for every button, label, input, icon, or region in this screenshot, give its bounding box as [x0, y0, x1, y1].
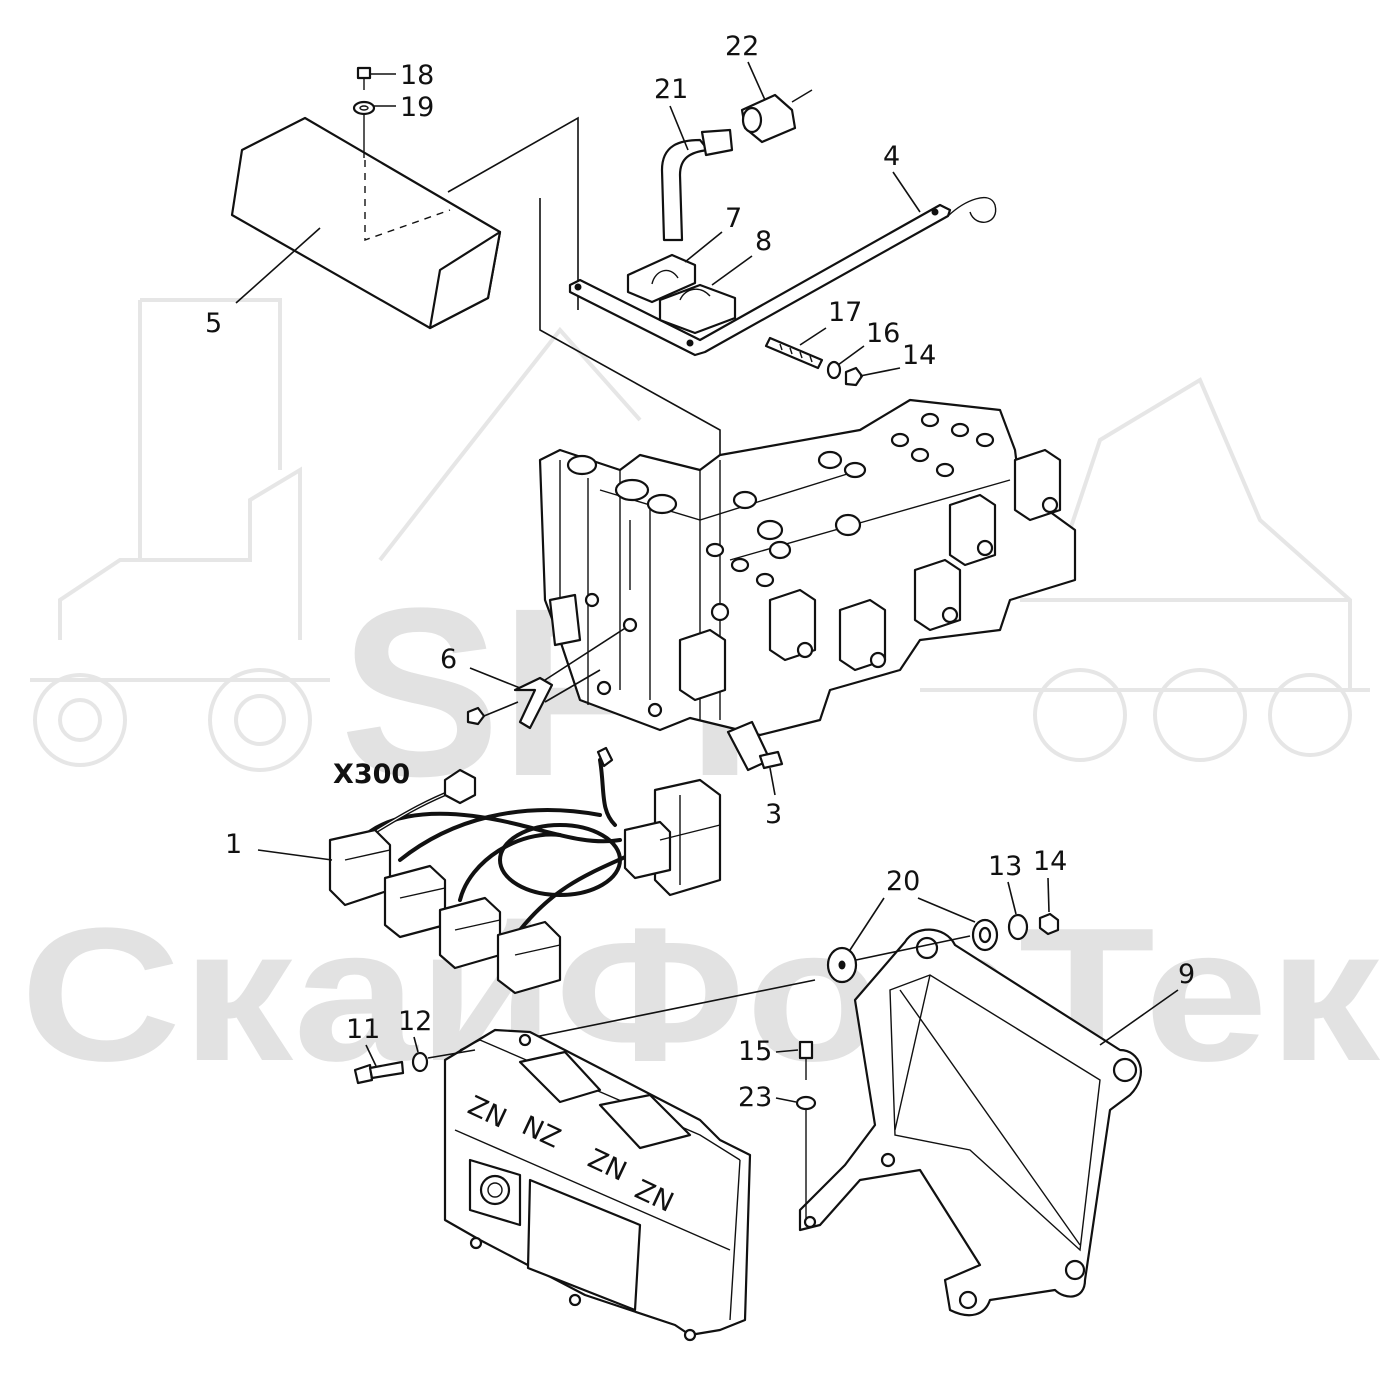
cover-part-5	[230, 116, 502, 330]
harness-part-1	[328, 746, 722, 995]
watermark: SFT СкайФорТек	[20, 298, 1381, 1101]
callout-19: 19	[400, 92, 434, 123]
pipe-part-21	[660, 128, 734, 242]
callout-16: 16	[866, 318, 900, 349]
watermark-tractor-left-icon	[30, 298, 330, 772]
nut-part-14-upper	[844, 366, 864, 387]
callout-x300: X300	[333, 759, 410, 790]
washer-part-13	[1007, 913, 1029, 941]
callout-20: 20	[886, 866, 920, 897]
fitting-part-3	[726, 720, 784, 772]
callout-1: 1	[225, 829, 242, 860]
watermark-company: СкайФорТек	[20, 889, 1381, 1101]
clamp-part-7	[626, 253, 697, 304]
nut-part-22	[740, 89, 813, 144]
callout-14-upper: 14	[902, 340, 936, 371]
washer-part-20-right	[971, 918, 999, 952]
washer-part-23	[795, 1095, 817, 1111]
watermark-arm-icon	[378, 326, 642, 562]
bracket-part-6	[466, 617, 638, 730]
bolt-part-15	[798, 1040, 814, 1080]
callout-15: 15	[738, 1036, 772, 1067]
bolt-part-17	[764, 336, 824, 370]
callout-12: 12	[398, 1006, 432, 1037]
clamp-part-8	[658, 283, 737, 335]
callouts: 18 19 22 21 4 7 8 17 16 14 5 6 3 X300 1 …	[205, 31, 1195, 1113]
bolt-part-18	[356, 66, 372, 90]
callout-5: 5	[205, 308, 222, 339]
watermark-excavator-right-icon	[920, 377, 1370, 762]
callout-18: 18	[400, 60, 434, 91]
callout-22: 22	[725, 31, 759, 62]
callout-3: 3	[765, 799, 782, 830]
washer-part-16	[826, 360, 842, 380]
callout-9: 9	[1178, 959, 1195, 990]
callout-8: 8	[755, 226, 772, 257]
callout-6: 6	[440, 644, 457, 675]
callout-4: 4	[883, 141, 900, 172]
washer-part-20-left	[826, 946, 858, 984]
callout-17: 17	[828, 297, 862, 328]
washer-part-12	[411, 1051, 429, 1073]
callout-14-lower: 14	[1033, 846, 1067, 877]
callout-13: 13	[988, 851, 1022, 882]
callout-21: 21	[654, 74, 688, 105]
callout-23: 23	[738, 1082, 772, 1113]
ecu-unit: ZN NZ ZN ZN	[443, 1028, 752, 1342]
nut-part-14-lower	[1038, 912, 1060, 936]
control-valve-block	[538, 398, 1077, 737]
bolt-part-11	[353, 1060, 405, 1085]
callout-7: 7	[725, 203, 742, 234]
callout-11: 11	[346, 1014, 380, 1045]
washer-part-19	[352, 100, 376, 116]
mounting-bracket-part-9	[798, 928, 1142, 1317]
bracket-plate-part-4	[568, 196, 997, 357]
